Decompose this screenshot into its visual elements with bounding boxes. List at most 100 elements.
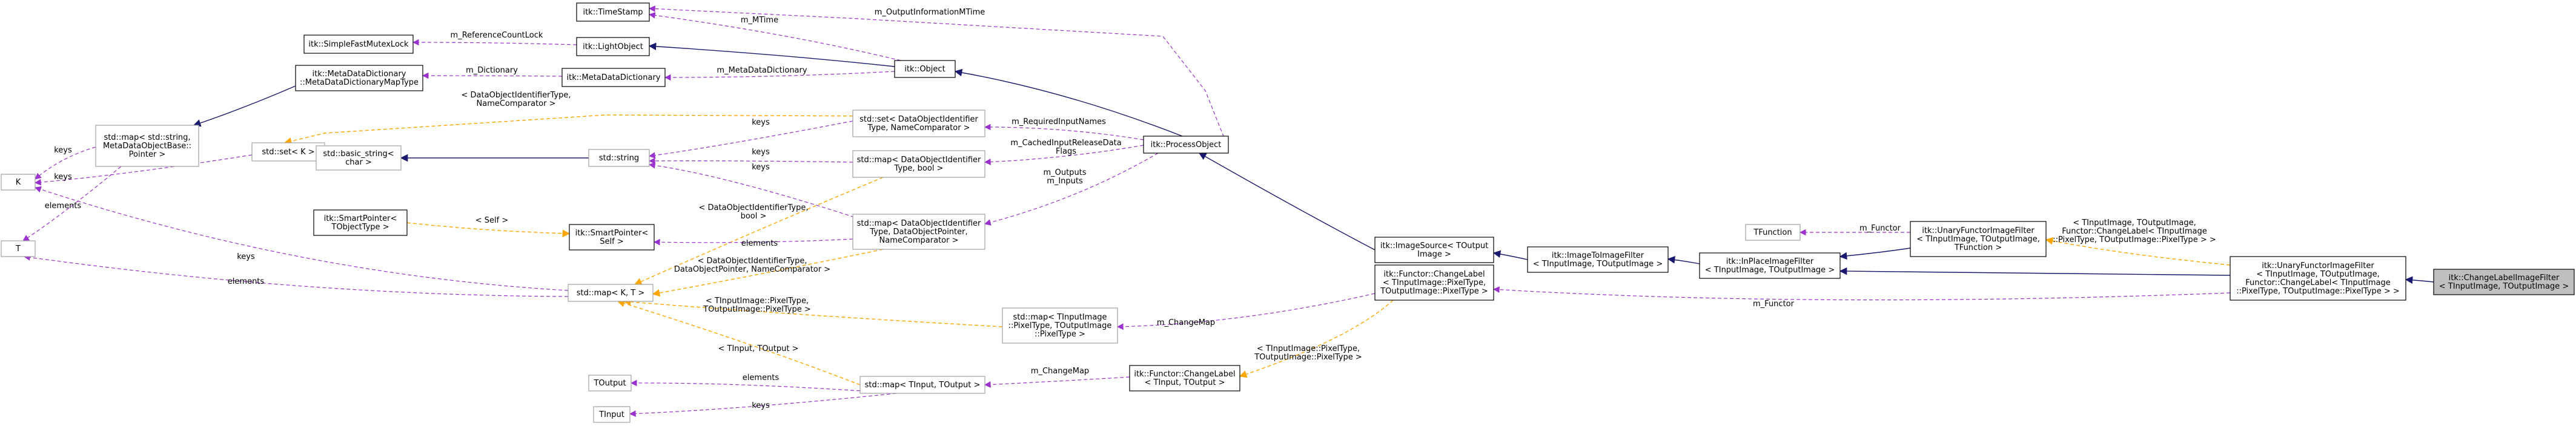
edge-label-m-outputinfo: m_OutputInformationMTime	[875, 8, 985, 17]
node-label-line: itk::TimeStamp	[583, 8, 643, 17]
node-label-line: NameComparator >	[879, 236, 959, 245]
usage-edge-29	[629, 393, 897, 417]
node-label-line: < TInputImage, TOutputImage >	[2439, 282, 2569, 291]
node-label-line: MetaDataObjectBase::	[103, 142, 191, 151]
node-box	[576, 37, 650, 56]
class-node-tinput[interactable]: TInput	[593, 406, 631, 423]
class-node-mapdoiptr[interactable]: std::map< DataObjectIdentifierType, Data…	[852, 214, 985, 250]
edge-label-tin-pix2: < TInputImage::PixelType,	[1257, 344, 1360, 353]
node-label-line: itk::MetaDataDictionary	[567, 73, 661, 82]
node-label-line: std::set< K >	[262, 148, 314, 157]
node-label-line: < TInputImage::PixelType,	[1383, 278, 1486, 287]
node-label-line: std::map< DataObjectIdentifier	[857, 156, 981, 165]
usage-edge-19	[34, 154, 253, 186]
node-box	[1, 174, 36, 191]
node-label-line: itk::SmartPointer<	[324, 214, 397, 223]
class-node-stdstring[interactable]: std::string	[588, 149, 650, 167]
edge-label-keys-mapkt: keys	[237, 252, 255, 261]
usage-edge-23	[34, 186, 569, 291]
usage-edge-13	[648, 157, 853, 165]
node-box	[561, 68, 666, 87]
class-node-maptinout[interactable]: std::map< TInput, TOutput >	[859, 376, 985, 394]
node-label-line: itk::ChangeLabelImageFilter	[2449, 274, 2560, 283]
edge-label-doi-ptr-name: DataObjectPointer, NameComparator >	[674, 265, 830, 274]
class-node-basicstring[interactable]: std::basic_string<char >	[316, 145, 402, 171]
edge-label-m-refcount: m_ReferenceCountLock	[451, 31, 543, 40]
node-box	[251, 142, 325, 162]
class-node-imagesource[interactable]: itk::ImageSource< TOutputImage >	[1374, 237, 1494, 263]
class-node-unaryfunctor2[interactable]: itk::UnaryFunctorImageFilter< TInputImag…	[2230, 256, 2406, 301]
inherit-edge-37	[2405, 276, 2434, 284]
node-label-line: std::string	[599, 154, 639, 163]
edge-label-m-dictionary: m_Dictionary	[466, 66, 518, 75]
class-node-setk[interactable]: std::set< K >	[251, 142, 325, 162]
node-box	[1699, 252, 1841, 279]
node-box	[859, 376, 985, 394]
node-label-line: itk::UnaryFunctorImageFilter	[2262, 261, 2374, 270]
class-node-lightobject[interactable]: itk::LightObject	[576, 37, 650, 56]
node-label-line: std::map< K, T >	[577, 289, 645, 298]
class-node-toutput[interactable]: TOutput	[588, 375, 632, 392]
node-label-line: ::PixelType >	[1035, 330, 1085, 339]
node-label-line: < TInputImage, TOutputImage,	[1916, 235, 2040, 244]
node-label-line: std::map< std::string,	[104, 133, 190, 142]
tmpl-edge-25	[623, 298, 1003, 327]
class-node-mapkt[interactable]: std::map< K, T >	[568, 284, 654, 302]
node-label-line: Type, NameComparator >	[867, 123, 970, 133]
class-node-unaryfunctor[interactable]: itk::UnaryFunctorImageFilter< TInputImag…	[1910, 221, 2047, 257]
class-node-metadict[interactable]: itk::MetaDataDictionary	[561, 68, 666, 87]
class-node-processobject[interactable]: itk::ProcessObject	[1143, 136, 1229, 154]
class-node-t[interactable]: T	[1, 240, 36, 257]
edge-label-elements-maptinout: elements	[743, 373, 780, 382]
edge-label-keys-setdoi: keys	[752, 118, 770, 127]
class-node-tfunction[interactable]: TFunction	[1745, 224, 1801, 241]
node-box	[1374, 237, 1494, 263]
edge-label-elements-mapkt: elements	[228, 277, 265, 286]
class-node-mddict[interactable]: itk::MetaDataDictionary::MetaDataDiction…	[295, 65, 423, 91]
node-box	[95, 125, 199, 167]
class-node-spself[interactable]: itk::SmartPointer<TObjectType >	[313, 209, 408, 236]
usage-edge-20	[22, 166, 122, 241]
node-box	[316, 145, 402, 171]
edge-label-m-cached: m_CachedInputReleaseData	[1010, 139, 1121, 148]
class-node-changelabel[interactable]: itk::ChangeLabelImageFilter< TInputImage…	[2433, 269, 2575, 295]
node-label-line: itk::Functor::ChangeLabel	[1383, 270, 1485, 279]
usage-edge-30	[984, 376, 1130, 388]
class-node-functorcl2[interactable]: itk::Functor::ChangeLabel< TInput, TOutp…	[1129, 365, 1240, 392]
usage-edge-10	[984, 145, 1144, 165]
class-node-setdoi[interactable]: std::set< DataObjectIdentifierType, Name…	[852, 110, 985, 137]
class-node-smartpointer[interactable]: itk::SmartPointer<Self >	[569, 224, 655, 251]
inherit-edge-35	[1839, 247, 1911, 260]
node-label-line: Type, bool >	[894, 164, 944, 173]
edge-label-m-changemap2: m_ChangeMap	[1031, 367, 1089, 376]
class-node-timestamp[interactable]: itk::TimeStamp	[576, 2, 650, 22]
node-label-line: K	[16, 178, 21, 187]
class-node-simplefast[interactable]: itk::SimpleFastMutexLock	[303, 34, 414, 54]
edge-label-keys-mapdoibool: keys	[752, 148, 770, 157]
tmpl-edge-31	[1239, 300, 1394, 378]
node-box	[313, 209, 408, 236]
node-label-line: itk::UnaryFunctorImageFilter	[1922, 226, 2035, 235]
edge-label-keys-mapdoiptr: keys	[752, 163, 770, 172]
node-label-line: T	[15, 244, 21, 254]
node-box	[1143, 136, 1229, 154]
class-node-mapstring[interactable]: std::map< std::string,MetaDataObjectBase…	[95, 125, 199, 167]
class-node-k[interactable]: K	[1, 174, 36, 191]
node-label-line: std::basic_string<	[323, 149, 394, 159]
edge-label-unary-tmpl: Functor::ChangeLabel< TInputImage	[2062, 227, 2207, 236]
edge-label-tin-pix2: TOutputImage::PixelType >	[1254, 353, 1362, 362]
class-node-functorcl[interactable]: itk::Functor::ChangeLabel< TInputImage::…	[1374, 264, 1494, 301]
class-node-inplace[interactable]: itk::InPlaceImageFilter< TInputImage, TO…	[1699, 252, 1841, 279]
class-node-maptinpix[interactable]: std::map< TInputImage::PixelType, TOutpu…	[1002, 307, 1118, 344]
node-label-line: itk::SimpleFastMutexLock	[308, 40, 409, 49]
class-node-mapdoibool[interactable]: std::map< DataObjectIdentifierType, bool…	[852, 150, 985, 178]
edge-label-elements-mapdoiptr: elements	[741, 239, 778, 248]
tmpl-edge-16	[634, 177, 884, 286]
class-node-object[interactable]: itk::Object	[894, 60, 956, 78]
class-node-imagetoimage[interactable]: itk::ImageToImageFilter< TInputImage, TO…	[1527, 246, 1669, 273]
inherit-edge-32	[1198, 152, 1376, 251]
edge-label-keys-setk: keys	[54, 172, 72, 182]
node-label-line: TObjectType >	[331, 223, 389, 232]
